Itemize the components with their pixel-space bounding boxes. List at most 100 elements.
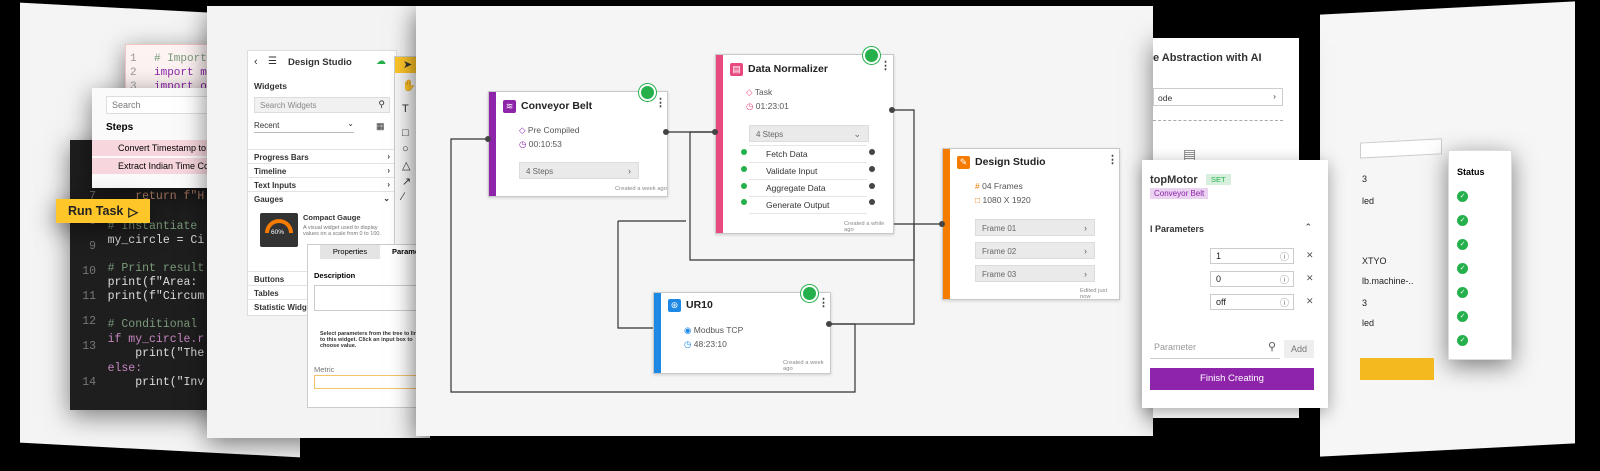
substep-port[interactable] [741,183,747,189]
info-icon[interactable]: ⓘ [1279,298,1289,308]
more-vert-icon[interactable]: ⋮ [655,97,666,109]
arrow-tool-icon[interactable]: ↗ [402,176,412,188]
search-icon[interactable]: ⚲ [1267,341,1276,353]
add-button[interactable]: Add [1284,340,1314,358]
section-progress-bars[interactable]: Progress Bars› [248,149,396,163]
dashed-divider [1153,120,1283,122]
check-icon: ✓ [1457,239,1468,250]
info-icon[interactable]: ⓘ [1279,252,1289,262]
line-number: 1 [130,53,137,65]
node-ur10[interactable]: ⊛ UR10 ⋮ ◉ Modbus TCP ◷ 48:23:10 Created… [653,292,831,374]
substep-port[interactable] [741,166,747,172]
input-port[interactable] [939,221,945,227]
rectangle-tool-icon[interactable]: □ [402,127,409,139]
description-input[interactable] [314,285,430,311]
info-icon[interactable]: ⓘ [1279,275,1289,285]
input-port[interactable] [485,136,491,142]
section-text-inputs[interactable]: Text Inputs› [248,177,396,191]
node-title: Data Normalizer [748,63,828,75]
substep-fetch-data[interactable]: Fetch Data [749,145,867,162]
gauge-value: 60% [271,229,285,236]
frame-item[interactable]: Frame 02› [975,242,1095,259]
close-icon[interactable]: ✕ [1306,250,1314,260]
far-input-1[interactable] [1360,138,1442,159]
hand-tool-icon[interactable]: ✋ [402,80,416,92]
section-label: Buttons [254,275,285,284]
row-text: led [1362,196,1375,206]
input-port[interactable] [712,129,718,135]
output-port[interactable] [663,129,669,135]
code-line: # Print result [80,262,205,275]
section-timeline[interactable]: Timeline› [248,163,396,177]
chevron-right-icon: › [387,180,390,189]
step-label: Convert Timestamp to [118,143,207,153]
steps-dropdown[interactable]: 4 Steps⌄ [749,125,869,142]
check-icon: ✓ [1457,191,1468,202]
menu-icon[interactable]: ☰ [268,56,277,67]
search-icon[interactable]: ⚲ [378,99,385,109]
chevron-up-icon[interactable]: ⌃ [1304,222,1312,232]
eye-icon: ◉ [684,325,692,335]
metric-input[interactable] [314,375,430,389]
select-tool-icon[interactable]: ➤ [395,57,421,73]
substep-port[interactable] [741,199,747,205]
more-vert-icon[interactable]: ⋮ [1107,154,1118,166]
parameter-value: 0 [1216,274,1222,284]
substep-port[interactable] [869,199,875,205]
substep-generate-output[interactable]: Generate Output [749,196,867,214]
section-label: Timeline [254,167,287,176]
substep-port[interactable] [741,149,747,155]
recent-select[interactable]: Recent ⌄ [254,119,354,133]
step-item[interactable]: Extract Indian Time Co [92,158,227,174]
gauge-preview[interactable]: 60% [260,213,298,247]
output-port[interactable] [826,321,832,327]
substep-port[interactable] [869,149,875,155]
steps-dropdown[interactable]: 4 Steps› [519,162,639,179]
far-yellow-button[interactable] [1360,358,1434,380]
node-design-studio[interactable]: ✎ Design Studio ⋮ # 04 Frames □ 1080 X 1… [942,148,1120,300]
close-icon[interactable]: ✕ [1306,273,1314,283]
finish-creating-button[interactable]: Finish Creating [1150,368,1314,390]
substep-port[interactable] [869,183,875,189]
triangle-tool-icon[interactable]: △ [402,160,411,172]
run-task-label: Run Task [68,204,124,218]
chevron-right-icon: › [387,152,390,161]
tab-label: Paramet [392,247,422,256]
text-tool-icon[interactable]: T [402,103,409,115]
more-vert-icon[interactable]: ⋮ [818,297,829,309]
back-arrow-icon[interactable]: ‹ [254,56,258,68]
frame-item[interactable]: Frame 03› [975,265,1095,282]
close-icon[interactable]: ✕ [1306,296,1314,306]
frame-item[interactable]: Frame 01› [975,219,1095,236]
steps-search-input[interactable]: Search [106,96,220,114]
tab-parameters[interactable]: Paramet [392,247,422,256]
line-number: 2 [130,67,137,79]
section-gauges[interactable]: Gauges⌄ [248,191,396,205]
line-tool-icon[interactable]: ∕ [402,191,404,203]
line-number: 7 [89,190,96,203]
mode-select[interactable]: ode › [1153,88,1283,106]
more-vert-icon[interactable]: ⋮ [880,60,891,72]
search-widgets-input[interactable]: Search Widgets ⚲ [254,97,390,113]
run-task-button[interactable]: Run Task ▷ [56,199,150,223]
substep-aggregate-data[interactable]: Aggregate Data [749,179,867,196]
step-item[interactable]: Convert Timestamp to [92,140,227,156]
parameter-name-input[interactable]: Parameter ⚲ [1150,338,1280,359]
finish-label: Finish Creating [1200,373,1264,384]
node-data-normalizer[interactable]: ▤ Data Normalizer ⋮ ◇ Task ◷ 01:23:01 4 … [715,54,894,234]
node-time: ◷ 00:10:53 [519,139,562,150]
grid-icon[interactable]: ▦ [376,121,385,131]
substep-validate-input[interactable]: Validate Input [749,162,867,179]
node-conveyor-belt[interactable]: ≋ Conveyor Belt ⋮ ◇ Pre Compiled ◷ 00:10… [488,91,668,197]
output-port[interactable] [889,107,895,113]
tab-properties[interactable]: Properties [320,245,380,259]
connection-lines [450,109,942,393]
circle-tool-icon[interactable]: ○ [402,143,409,155]
steps-label: 4 Steps [756,130,784,139]
substep-port[interactable] [869,166,875,172]
flow-canvas[interactable]: ≋ Conveyor Belt ⋮ ◇ Pre Compiled ◷ 00:10… [416,6,1153,436]
node-time-label: 48:23:10 [693,339,727,349]
